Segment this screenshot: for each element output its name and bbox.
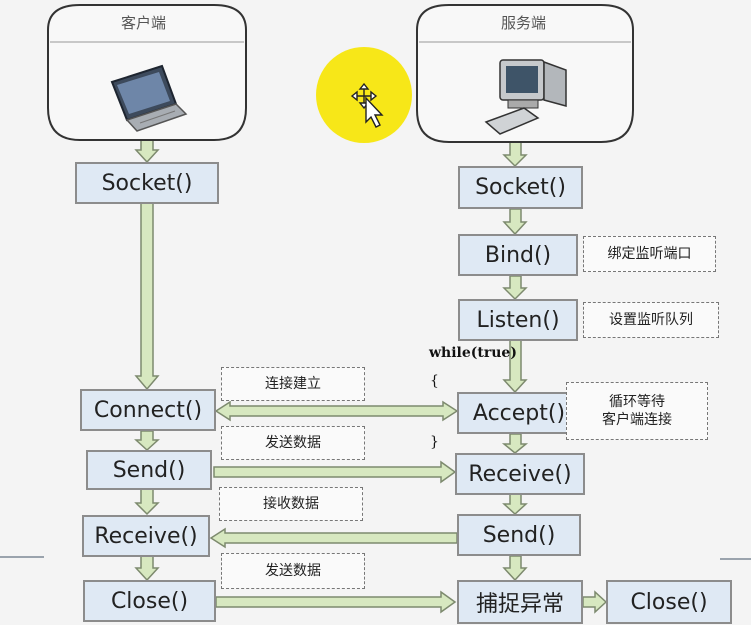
server-socket-box: Socket() — [458, 166, 583, 209]
connect-note: 连接建立 — [221, 367, 365, 401]
arrow-server-listen-accept — [502, 339, 528, 394]
send-data-note-2: 发送数据 — [221, 553, 365, 589]
accept-note-line2: 客户端连接 — [602, 412, 672, 428]
arrow-client-header-socket — [134, 139, 160, 164]
server-accept-box: Accept() — [457, 392, 581, 434]
left-edge-line — [0, 556, 44, 558]
client-socket-box: Socket() — [75, 162, 219, 204]
receive-data-note: 接收数据 — [219, 487, 363, 521]
server-close-box: Close() — [606, 580, 732, 624]
arrow-receive-send — [209, 527, 458, 549]
arrow-connect-accept — [214, 400, 459, 422]
arrow-client-socket-connect — [134, 201, 160, 391]
bind-note: 绑定监听端口 — [583, 236, 716, 272]
client-title: 客户端 — [121, 14, 167, 32]
server-listen-box: Listen() — [458, 299, 578, 341]
accept-note-line1: 循环等待 — [609, 394, 665, 410]
loop-close-brace: } — [430, 434, 439, 450]
server-send-box: Send() — [457, 514, 581, 556]
server-flow-arrows — [501, 141, 529, 582]
arrow-server-receive-send — [502, 493, 528, 516]
arrow-server-accept-receive — [501, 433, 529, 454]
desktop-computer-icon — [484, 59, 567, 135]
arrow-server-bind-listen — [502, 275, 528, 301]
arrow-client-send-receive — [134, 488, 160, 516]
server-title: 服务端 — [501, 14, 547, 32]
client-send-box: Send() — [86, 450, 212, 490]
arrow-client-receive-close — [134, 554, 160, 582]
loop-open-brace: { — [430, 373, 439, 389]
arrow-server-socket-bind — [502, 208, 528, 236]
client-connect-box: Connect() — [80, 389, 216, 431]
message-arrows — [209, 400, 608, 614]
listen-note: 设置监听队列 — [583, 302, 719, 338]
laptop-icon — [110, 64, 188, 132]
arrow-catch-close — [582, 590, 608, 614]
client-receive-box: Receive() — [82, 515, 210, 557]
arrow-close-catch — [215, 590, 457, 614]
client-close-box: Close() — [83, 580, 216, 622]
arrow-server-header-socket — [502, 141, 528, 168]
while-loop-label: while(true) — [429, 345, 517, 361]
accept-note: 循环等待 客户端连接 — [566, 382, 708, 440]
server-catch-box: 捕捉异常 — [457, 580, 583, 624]
arrow-server-send-catch — [502, 555, 528, 582]
right-edge-line — [720, 558, 751, 560]
client-flow-arrows — [134, 139, 160, 582]
server-receive-box: Receive() — [455, 453, 585, 495]
arrow-client-connect-send — [134, 430, 160, 452]
arrow-send-receive — [213, 460, 457, 484]
send-data-note-1: 发送数据 — [221, 426, 365, 460]
move-cursor-icon — [350, 82, 384, 128]
server-bind-box: Bind() — [458, 234, 578, 276]
